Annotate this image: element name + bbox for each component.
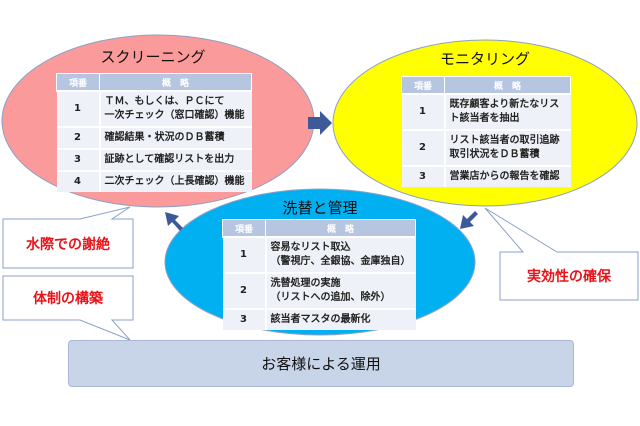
arrow-right-icon [308,111,332,135]
callout-waterfront-shape [2,206,134,269]
callout-system-shape [2,275,134,341]
header-summary: 概 略 [99,73,252,92]
header-summary: 概 略 [444,76,571,95]
arrow-down-left-icon [460,211,478,229]
monitoring-title: モニタリング [439,50,530,68]
screening-title: スクリーニング [100,48,206,66]
header-no: 項番 [401,76,445,95]
callout-effectiveness-shape [484,207,639,301]
header-no: 項番 [56,73,100,92]
header-summary: 概 略 [265,219,416,238]
management-title: 洗替と管理 [282,199,358,217]
customer-operation-bar: お客様による運用 [68,340,574,387]
callout-system: 体制の構築 [33,291,103,307]
callout-waterfront: 水際での謝絶 [26,236,110,253]
arrow-up-left-icon [165,212,183,231]
callout-effectiveness: 実効性の確保 [527,269,611,285]
header-no: 項番 [222,219,266,238]
